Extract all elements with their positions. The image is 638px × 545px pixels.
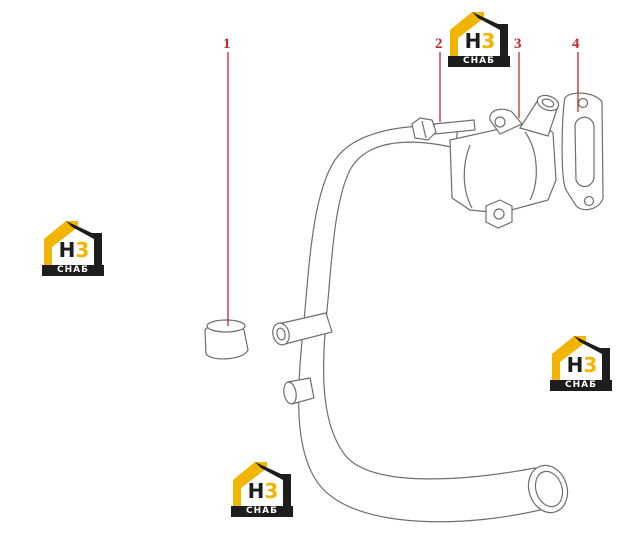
pipe-fitting [283,377,315,405]
logo-letter-3: 3 [75,238,90,262]
logo-caption: СНАБ [448,56,510,67]
nipple-pipe [272,312,333,346]
coolant-pipe [298,125,569,523]
gasket [561,92,604,211]
logo-letter-3: 3 [481,29,496,53]
bolt [411,117,476,141]
logo-letter-h: H [58,238,76,262]
logo-caption: СНАБ [231,506,293,517]
logo-letter-3: 3 [583,353,598,377]
logo-letter-h: H [247,479,265,503]
callout-2: 2 [435,36,443,52]
logo-caption: СНАБ [42,265,104,276]
logo-letter-h: H [464,29,482,53]
watermark-logo: H3 СНАБ [231,460,293,518]
rubber-cap [204,319,249,360]
watermark-logo: H3 СНАБ [550,334,612,392]
watermark-logo: H3 СНАБ [448,10,510,68]
logo-caption: СНАБ [550,380,612,391]
watermark-logo: H3 СНАБ [42,219,104,277]
callout-1: 1 [223,36,231,52]
callout-3: 3 [514,36,522,52]
callout-4: 4 [572,36,580,52]
logo-letter-h: H [566,353,584,377]
outlet-housing [449,94,560,229]
logo-letter-3: 3 [264,479,279,503]
